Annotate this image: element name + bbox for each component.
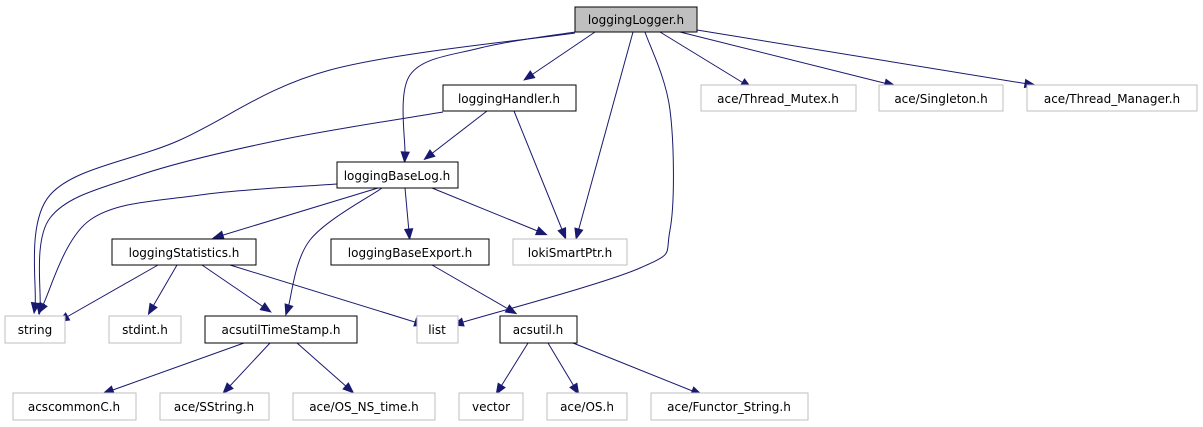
arrowhead-icon [574,227,584,241]
edge-loggingStatistics-to-string [64,264,159,319]
node-label: loggingBaseLog.h [344,169,451,183]
node-aceThreadManager[interactable]: ace/Thread_Manager.h [1026,84,1198,112]
node-label: vector [472,400,510,414]
node-acsutil[interactable]: acsutil.h [499,315,578,344]
arrowhead-icon [37,301,48,315]
arrowhead-icon [222,382,234,395]
edge-loggingLogger-to-aceThreadMutex [659,31,746,85]
node-acsutilTimeStamp[interactable]: acsutilTimeStamp.h [204,315,358,344]
arrowhead-icon [504,304,518,315]
edge-loggingStatistics-to-acsutilTimeStamp [201,264,266,309]
node-label: acsutilTimeStamp.h [222,323,341,337]
arrowhead-icon [400,151,410,164]
node-loggingStatistics[interactable]: loggingStatistics.h [111,238,257,266]
node-label: ace/SString.h [174,400,254,414]
node-acscommonC[interactable]: acscommonC.h [12,392,137,421]
nodes-layer: loggingLogger.h loggingHandler.h ace/Thr… [4,6,1198,421]
edge-acsutilTimeStamp-to-aceOSNStime [296,342,349,389]
arrowhead-icon [259,302,272,313]
arrowhead-icon [495,382,506,396]
edge-loggingLogger-to-string [33,32,576,307]
node-aceOS[interactable]: ace/OS.h [546,392,628,421]
edge-loggingLogger-to-lokiSmartPtr [577,31,634,233]
node-loggingBaseExport[interactable]: loggingBaseExport.h [330,238,490,266]
edge-acsutilTimeStamp-to-acscommonC [109,342,245,392]
edge-loggingHandler-to-loggingBaseLog [429,110,488,156]
node-label: loggingLogger.h [588,13,684,27]
arrowhead-icon [212,230,225,240]
edge-loggingLogger-to-aceThreadManager [696,29,1029,85]
arrowhead-icon [557,226,567,240]
node-string[interactable]: string [4,315,66,344]
node-aceSString[interactable]: ace/SString.h [159,392,270,421]
node-loggingLogger[interactable]: loggingLogger.h [574,6,698,33]
edge-loggingHandler-to-string [38,111,444,308]
node-aceSingleton[interactable]: ace/Singleton.h [878,84,1004,112]
node-lokiSmartPtr[interactable]: lokiSmartPtr.h [512,238,628,266]
node-aceOSNStime[interactable]: ace/OS_NS_time.h [292,392,436,421]
node-label: loggingStatistics.h [129,246,240,260]
node-label: string [18,323,52,337]
node-label: ace/Functor_String.h [667,400,791,414]
node-label: acscommonC.h [28,400,120,414]
edge-loggingBaseLog-to-acsutilTimeStamp [287,187,383,309]
edge-acsutil-to-aceOS [547,342,576,389]
edge-loggingBaseLog-to-lokiSmartPtr [431,187,541,233]
edge-acsutil-to-aceFunctorString [572,342,696,393]
arrowhead-icon [284,303,294,316]
arrowhead-icon [534,226,548,236]
node-label: loggingBaseExport.h [348,246,472,260]
edge-acsutil-to-vector [499,342,529,389]
edges-layer [30,29,1037,396]
arrowhead-icon [342,382,355,394]
edge-loggingLogger-to-loggingHandler [529,31,596,77]
node-label: ace/OS_NS_time.h [309,400,419,414]
node-label: ace/Singleton.h [894,92,987,106]
edge-loggingBaseExport-to-acsutil [431,264,511,311]
node-loggingBaseLog[interactable]: loggingBaseLog.h [336,161,459,189]
node-label: stdint.h [122,323,168,337]
edge-loggingBaseLog-to-string [41,183,338,308]
arrowhead-icon [147,302,158,316]
node-label: ace/Thread_Manager.h [1044,92,1180,106]
arrowhead-icon [569,382,580,396]
edge-loggingHandler-to-lokiSmartPtr [513,110,564,233]
arrowhead-icon [523,70,536,81]
node-stdint[interactable]: stdint.h [108,315,182,344]
edge-loggingLogger-to-list [459,31,674,324]
arrowhead-icon [403,228,414,241]
arrowhead-icon [423,149,436,161]
node-label: ace/OS.h [560,400,614,414]
node-label: loggingHandler.h [458,92,560,106]
edge-loggingLogger-to-aceSingleton [679,31,889,85]
node-list[interactable]: list [416,315,459,344]
edge-loggingStatistics-to-stdint [151,264,178,309]
node-label: ace/Thread_Mutex.h [717,92,839,106]
node-vector[interactable]: vector [458,392,524,421]
node-label: acsutil.h [513,323,564,337]
node-label: list [428,323,446,337]
edge-acsutilTimeStamp-to-aceSString [227,342,271,389]
node-aceThreadMutex[interactable]: ace/Thread_Mutex.h [700,84,857,112]
edge-loggingBaseLog-to-loggingStatistics [219,187,379,237]
edge-loggingBaseLog-to-loggingBaseExport [404,187,410,233]
node-label: lokiSmartPtr.h [528,246,612,260]
edge-loggingStatistics-to-list [229,264,419,324]
node-loggingHandler[interactable]: loggingHandler.h [442,84,577,112]
node-aceFunctorString[interactable]: ace/Functor_String.h [650,392,809,421]
